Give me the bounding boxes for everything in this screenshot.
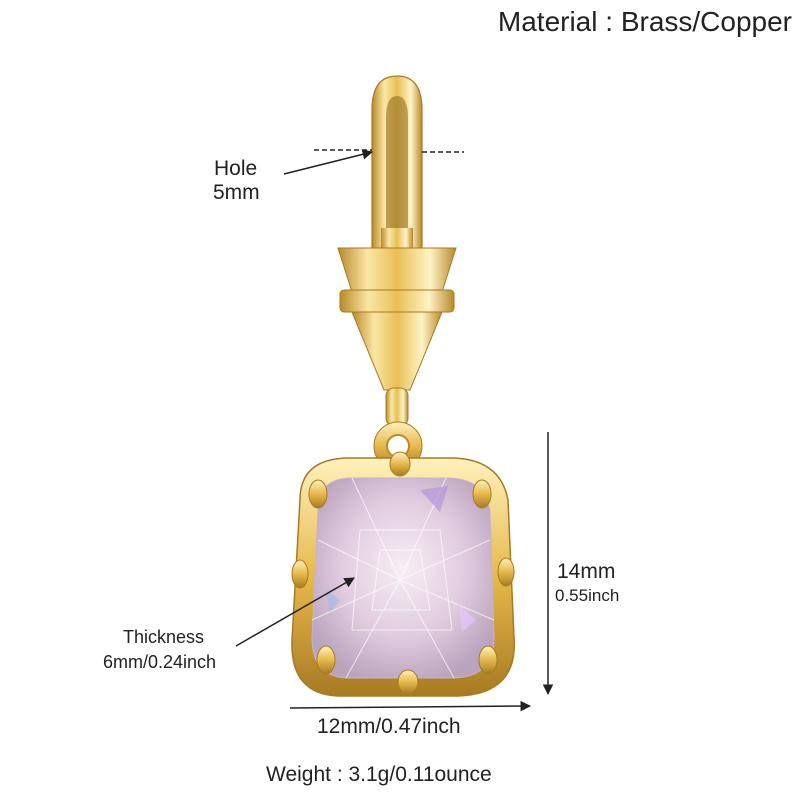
- bail-loop: [371, 75, 423, 258]
- hole-arrow-icon: [283, 149, 374, 175]
- hole-size-label: 5mm: [213, 181, 260, 204]
- cone-cap: [337, 247, 457, 391]
- height-inch-label: 0.55inch: [555, 586, 620, 605]
- width-arrow-icon: [289, 700, 532, 712]
- thickness-arrow-icon: [235, 577, 355, 647]
- thickness-label: Thickness: [123, 627, 205, 647]
- weight-label: Weight : 3.1g/0.11ounce: [266, 763, 492, 786]
- jump-ring: [373, 387, 423, 471]
- hole-label: Hole: [214, 157, 258, 180]
- cushion-gemstone: [311, 477, 495, 679]
- thickness-size-label: 6mm/0.24inch: [103, 652, 217, 672]
- material-label: Material : Brass/Copper: [497, 6, 792, 37]
- width-label: 12mm/0.47inch: [317, 715, 461, 738]
- height-mm-label: 14mm: [557, 560, 616, 583]
- prongs: [291, 451, 515, 695]
- dimension-annotations: [235, 149, 554, 712]
